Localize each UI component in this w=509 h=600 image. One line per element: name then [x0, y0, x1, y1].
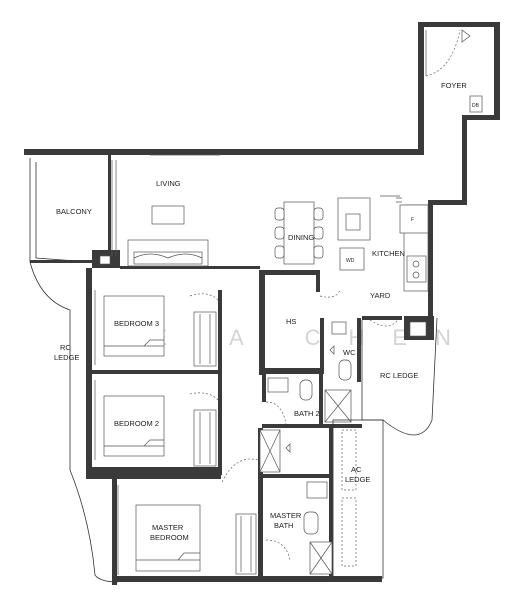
bedroom-3-door [189, 293, 219, 301]
ac-ledge-area [332, 419, 384, 579]
dining-table [283, 201, 315, 265]
wall-masterbath-right [329, 428, 333, 578]
balcony-label: BALCONY [56, 207, 92, 216]
wall-bed2-bottom [86, 467, 221, 479]
wall-bed3-bottom [86, 370, 221, 374]
rc-ledge-outline [29, 158, 119, 583]
masterbath-sink [306, 481, 328, 499]
stove [406, 255, 427, 283]
yard-label: YARD [370, 291, 391, 300]
wall-right-kitchen [428, 200, 433, 318]
bath-2-label: BATH 2 [294, 409, 320, 418]
wall-foyer-top [418, 22, 500, 27]
wardrobe-master [235, 513, 257, 575]
wall-bed-divider [218, 290, 222, 475]
wall-masterbath-top [263, 474, 333, 478]
wall-bath2-left [262, 374, 266, 402]
bath2-sink [267, 377, 289, 393]
fridge [399, 204, 429, 234]
wall-yard-bottom [362, 316, 402, 320]
hs-label: HS [286, 317, 296, 326]
wall-wc-left [320, 318, 324, 374]
rc-ledge-right-label: RC LEDGE [380, 371, 418, 380]
wall-right-step-1 [462, 115, 500, 120]
master-bath-label-1: MASTER [270, 511, 302, 520]
wall-top [24, 149, 424, 155]
foyer-label: FOYER [441, 81, 467, 90]
kitchen-label: KITCHEN [372, 249, 405, 258]
db-box [469, 95, 483, 113]
washer-dryer [339, 247, 365, 271]
wall-balcony-living [108, 155, 111, 260]
wall-bottom [112, 576, 382, 582]
rc-ledge-left-label-2: LEDGE [54, 353, 79, 362]
wall-hs-right [316, 270, 320, 292]
wall-wc-right [357, 318, 361, 382]
ac-ledge-label-1: AC [351, 465, 362, 474]
wall-foyer-left [418, 22, 424, 155]
bedroom-2-label: BEDROOM 2 [114, 419, 159, 428]
wall-master-right [258, 428, 263, 578]
wall-right-step-3 [428, 200, 467, 205]
hs-door [319, 289, 341, 298]
wall-hs-left [259, 270, 265, 375]
wall-bath2-bottom [262, 424, 362, 428]
wall-living-bottom [120, 266, 260, 269]
wardrobe-bedroom-2 [193, 409, 217, 467]
living-label: LIVING [156, 179, 181, 188]
wall-balcony-bottom [30, 260, 92, 263]
wardrobe-bedroom-3 [193, 311, 217, 367]
wc-toilet [338, 359, 352, 381]
rc-ledge-left-label-1: RC [60, 343, 71, 352]
foyer-door-right [461, 29, 471, 43]
wall-hs-bottom [259, 368, 324, 374]
coffee-table [151, 205, 185, 225]
ac-ledge-label-2: LEDGE [345, 475, 370, 484]
masterbath-toilet [303, 511, 319, 535]
wall-master-left [112, 475, 117, 585]
bath2-door [265, 401, 287, 425]
masterbath-door [265, 539, 291, 561]
bath2-toilet [299, 379, 313, 401]
master-bath-label-2: BATH [274, 521, 293, 530]
master-bedroom-label-1: MASTER [152, 523, 184, 532]
dining-chair [274, 207, 285, 221]
dining-label: DINING [288, 233, 314, 242]
bedroom-3-label: BEDROOM 3 [114, 319, 159, 328]
master-bedroom-label-2: BEDROOM [150, 533, 189, 542]
sofa [127, 239, 209, 267]
db-label: DB [472, 103, 480, 109]
foyer-door-swing [425, 29, 461, 77]
wall-hs-top [259, 270, 319, 275]
master-bedroom-door [221, 458, 259, 483]
yard-door [369, 319, 399, 327]
wall-foyer-right [494, 22, 500, 120]
bedroom-2-door [189, 392, 219, 401]
fridge-label: F [411, 217, 414, 223]
wc-label: WC [343, 348, 356, 357]
wc-sink [331, 321, 347, 335]
rc-ledge-right-outline [361, 317, 438, 436]
wall-right-step-2 [462, 115, 467, 205]
wall-bath2-right [319, 374, 323, 428]
kitchen-sink [345, 213, 361, 231]
wd-label: WD [346, 258, 355, 264]
watermark: LEIA CHEN [112, 325, 479, 350]
